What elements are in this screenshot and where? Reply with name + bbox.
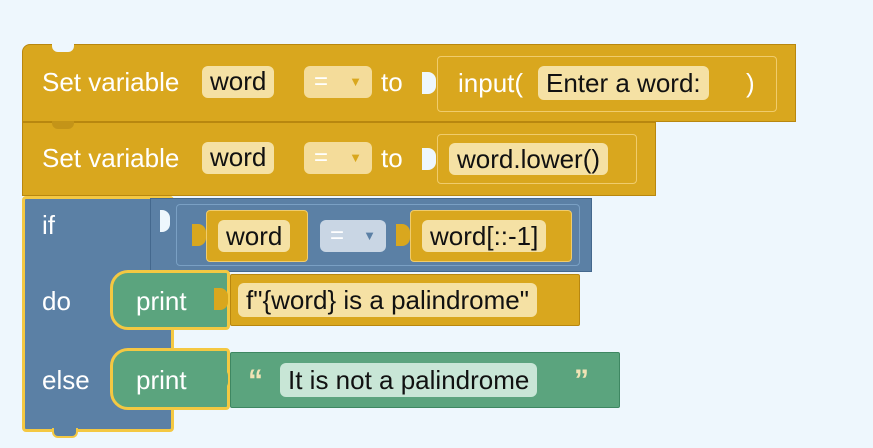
operator-dropdown[interactable]: = ▼ <box>304 66 372 98</box>
dropdown-arrow-icon: ▼ <box>349 74 362 89</box>
open-quote-icon: “ <box>248 364 263 397</box>
do-print-label: print <box>136 286 187 316</box>
operator-dropdown[interactable]: = ▼ <box>304 142 372 174</box>
input-func-label: input( <box>458 68 524 98</box>
dropdown-arrow-icon: ▼ <box>349 150 362 165</box>
set-variable-label: Set variable <box>42 143 180 173</box>
value-socket-notch <box>422 148 436 170</box>
else-print-label: print <box>136 365 187 395</box>
else-value-field[interactable]: It is not a palindrome <box>280 363 538 397</box>
input-prompt-field[interactable]: Enter a word: <box>538 66 709 100</box>
compare-left-field[interactable]: word <box>218 220 291 252</box>
close-quote-icon: ” <box>574 364 589 397</box>
right-operand-notch <box>396 224 410 246</box>
block-connector <box>52 121 74 129</box>
else-value-notch <box>214 368 228 390</box>
left-operand-notch <box>192 224 206 246</box>
else-print-block[interactable] <box>110 348 230 410</box>
to-label: to <box>381 143 403 173</box>
do-print-block[interactable] <box>110 270 230 330</box>
compare-operator-label: = <box>330 222 345 249</box>
condition-socket-notch <box>160 210 170 232</box>
do-value-notch <box>214 288 228 310</box>
dropdown-arrow-icon: ▼ <box>363 228 376 243</box>
compare-operator-dropdown[interactable]: = ▼ <box>320 220 386 252</box>
do-value-field[interactable]: f"{word} is a palindrome" <box>238 283 537 317</box>
input-close-paren: ) <box>746 68 755 98</box>
set-variable-label: Set variable <box>42 67 180 97</box>
else-label: else <box>42 365 90 395</box>
do-label: do <box>42 286 71 316</box>
if-label: if <box>42 210 55 240</box>
if-bottom-notch <box>52 428 78 438</box>
operator-label: = <box>314 68 329 95</box>
variable-name-field[interactable]: word <box>202 142 275 174</box>
input-socket-notch <box>422 72 436 94</box>
lower-call-text[interactable]: word.lower() <box>449 143 609 175</box>
compare-right-field[interactable]: word[::-1] <box>422 220 547 252</box>
block-top-notch <box>52 44 74 52</box>
variable-name-field[interactable]: word <box>202 66 275 98</box>
operator-label: = <box>314 144 329 171</box>
to-label: to <box>381 67 403 97</box>
